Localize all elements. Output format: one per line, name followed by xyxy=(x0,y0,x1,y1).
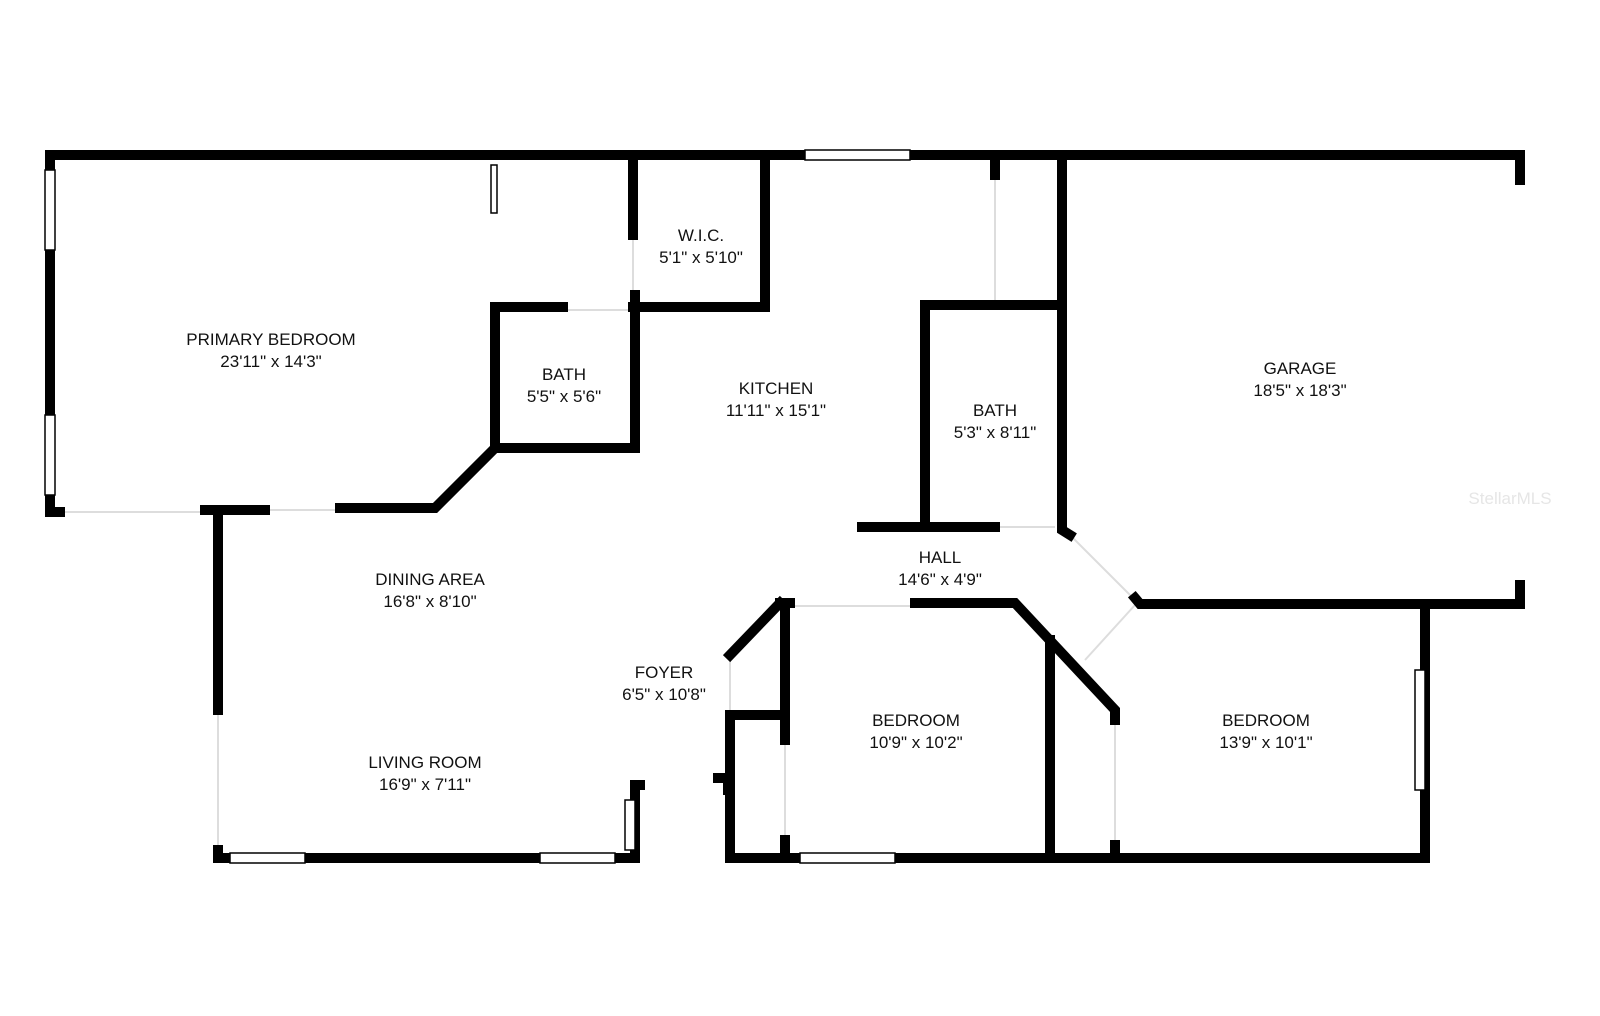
window xyxy=(44,414,56,496)
windows xyxy=(44,149,1426,864)
window xyxy=(1414,669,1426,791)
window xyxy=(229,852,306,864)
window xyxy=(539,852,616,864)
window xyxy=(490,164,498,214)
room-label-wic: W.I.C.5'1" x 5'10" xyxy=(659,226,743,267)
window xyxy=(799,852,896,864)
walls xyxy=(45,150,1525,863)
window xyxy=(44,169,56,251)
watermark: StellarMLS xyxy=(1468,489,1551,508)
window xyxy=(804,149,911,161)
window xyxy=(624,799,636,851)
